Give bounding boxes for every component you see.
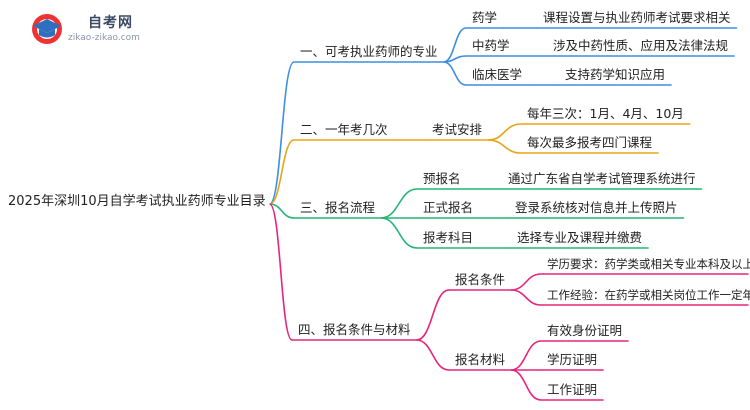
node-registration-materials: 报名材料 <box>455 352 506 367</box>
leaf-pre-registration-detail: 通过广东省自学考试管理系统进行 <box>508 171 696 186</box>
connector-branch-3-1 <box>416 339 450 371</box>
node-exam-schedule: 考试安排 <box>432 122 483 137</box>
leaf-education-requirement: 学历要求：药学类或相关专业本科及以上 <box>547 257 750 271</box>
connector-leaf-3-0-1 <box>510 289 542 306</box>
graduation-cap-logo-icon <box>32 14 62 44</box>
connector-leaf-3-1-2 <box>510 369 542 401</box>
connector-branch-2-0 <box>380 188 418 219</box>
connector-leaf-1-0-1 <box>487 139 522 154</box>
leaf-chinese-pharmacy-detail: 涉及中药性质、应用及法律法规 <box>553 38 729 53</box>
leaf-education-proof: 学历证明 <box>547 352 598 367</box>
connector-branch-2-2 <box>380 217 418 249</box>
connector-root-branch-0 <box>268 61 295 205</box>
leaf-work-experience: 工作经验：在药学或相关岗位工作一定年限 <box>547 288 750 302</box>
connector-branch-0-0 <box>443 27 467 63</box>
leaf-formal-registration-detail: 登录系统核对信息并上传照片 <box>515 200 678 215</box>
connector-root-branch-3 <box>268 203 293 341</box>
node-registration-conditions: 报名条件 <box>455 272 506 287</box>
leaf-id-proof: 有效身份证明 <box>547 323 623 338</box>
connector-branch-0-2 <box>443 61 467 86</box>
connector-root-branch-1 <box>269 139 295 205</box>
branch-registration-process: 三、报名流程 <box>300 200 376 215</box>
leaf-work-proof: 工作证明 <box>547 382 598 397</box>
node-clinical-medicine: 临床医学 <box>472 67 523 82</box>
connector-branch-3-0 <box>416 289 450 341</box>
leaf-clinical-medicine-detail: 支持药学知识应用 <box>565 67 666 82</box>
site-logo[interactable]: 自考网 zikao-zikao.com <box>30 10 190 50</box>
branch-exam-frequency: 二、一年考几次 <box>300 122 388 137</box>
branch-professions: 一、可考执业药师的专业 <box>300 44 438 59</box>
root-node: 2025年深圳10月自学考试执业药师专业目录 <box>8 194 266 209</box>
branch-conditions-materials: 四、报名条件与材料 <box>298 322 411 337</box>
connector-leaf-1-0-0 <box>487 123 522 141</box>
node-chinese-pharmacy: 中药学 <box>472 38 510 53</box>
logo-title: 自考网 <box>88 15 133 31</box>
connector-branch-0-1 <box>443 55 467 63</box>
node-pharmacy: 药学 <box>472 10 498 25</box>
connector-leaf-3-0-0 <box>510 273 542 291</box>
leaf-max-four-courses: 每次最多报考四门课程 <box>527 135 653 150</box>
leaf-pharmacy-detail: 课程设置与执业药师考试要求相关 <box>543 10 731 25</box>
leaf-three-times-a-year: 每年三次：1月、4月、10月 <box>527 106 684 121</box>
connector-leaf-3-1-0 <box>510 340 542 371</box>
node-formal-registration: 正式报名 <box>423 200 474 215</box>
connector-root-branch-2 <box>269 203 295 219</box>
node-exam-subjects: 报考科目 <box>423 230 474 245</box>
leaf-exam-subjects-detail: 选择专业及课程并缴费 <box>517 230 643 245</box>
logo-url: zikao-zikao.com <box>68 33 140 43</box>
node-pre-registration: 预报名 <box>423 171 461 186</box>
